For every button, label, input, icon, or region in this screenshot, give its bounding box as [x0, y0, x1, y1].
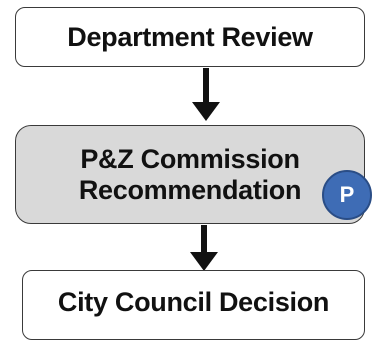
step-city-council-decision: City Council Decision — [22, 270, 365, 340]
p-badge-icon: P — [322, 170, 372, 220]
step-department-review: Department Review — [15, 7, 365, 67]
step-pz-commission: P&Z Commission Recommendation — [15, 125, 365, 224]
step-department-review-label: Department Review — [67, 21, 313, 52]
arrow-down-icon — [192, 68, 220, 121]
step-city-council-decision-label: City Council Decision — [57, 287, 330, 317]
badge-letter: P — [339, 182, 355, 207]
arrow-down-icon — [190, 225, 218, 271]
step-pz-commission-label-line1: P&Z Commission — [80, 143, 300, 174]
step-pz-commission-label-line2: Recommendation — [78, 174, 302, 205]
